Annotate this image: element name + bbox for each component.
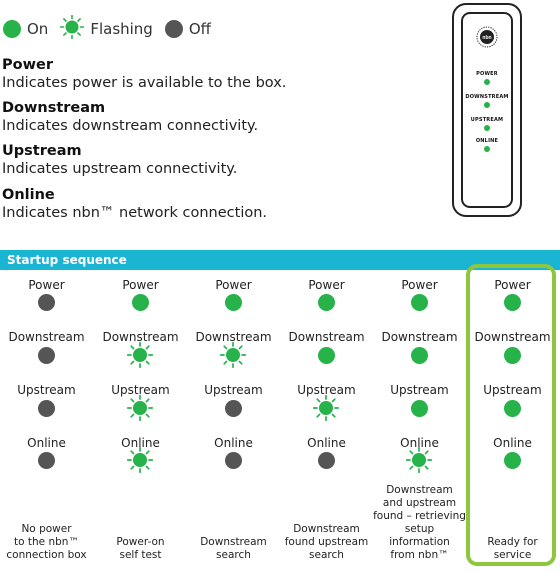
flashing-green-dot-icon bbox=[220, 342, 246, 368]
sequence-step-caption: Downstream found upstream search bbox=[284, 523, 369, 561]
indicator-label-power: Power bbox=[308, 278, 345, 292]
indicator-label-power: Power bbox=[401, 278, 438, 292]
device-led-online bbox=[484, 146, 490, 152]
indicator-label-upstream: Upstream bbox=[483, 383, 542, 397]
indicator-label-power: Power bbox=[494, 278, 531, 292]
legend-label-off: Off bbox=[188, 20, 211, 38]
device-led-power bbox=[484, 79, 490, 85]
description-heading: Power bbox=[2, 57, 53, 73]
device-led-upstream bbox=[484, 125, 490, 131]
solid-green-dot-icon bbox=[3, 20, 21, 38]
description-text: Indicates downstream connectivity. bbox=[2, 118, 259, 134]
device-led-label-upstream: UPSTREAM bbox=[470, 117, 504, 123]
solid-grey-dot-icon bbox=[36, 292, 56, 312]
solid-green-dot-icon bbox=[409, 398, 429, 418]
indicator-label-downstream: Downstream bbox=[8, 330, 85, 344]
solid-green-dot-icon bbox=[130, 292, 150, 312]
solid-grey-dot-icon bbox=[36, 398, 56, 418]
solid-grey-dot-icon bbox=[164, 20, 183, 38]
device-led-label-online: ONLINE bbox=[475, 138, 499, 144]
startup-sequence-header: Startup sequence bbox=[0, 250, 560, 270]
sequence-step-caption: Downstream and upstream found – retrievi… bbox=[373, 484, 466, 561]
flashing-green-dot-icon bbox=[127, 447, 153, 473]
indicator-label-online: Online bbox=[214, 436, 253, 450]
flashing-green-dot-icon bbox=[60, 14, 85, 43]
solid-green-dot-icon bbox=[502, 450, 522, 470]
description-heading: Upstream bbox=[2, 143, 82, 159]
description-downstream: Downstream Indicates downstream connecti… bbox=[2, 99, 258, 135]
ready-for-service-highlight bbox=[466, 264, 556, 566]
solid-grey-dot-icon bbox=[223, 450, 243, 470]
indicator-label-downstream: Downstream bbox=[102, 330, 179, 344]
sequence-step-caption: Power-on self test bbox=[116, 536, 165, 561]
solid-grey-dot-icon bbox=[223, 398, 243, 418]
indicator-label-online: Online bbox=[493, 436, 532, 450]
description-upstream: Upstream Indicates upstream connectivity… bbox=[2, 142, 237, 178]
solid-green-dot-icon bbox=[409, 345, 429, 365]
flashing-green-dot-icon bbox=[313, 395, 339, 421]
legend-item-off: Off bbox=[164, 20, 211, 38]
solid-green-dot-icon bbox=[316, 345, 336, 365]
indicator-label-downstream: Downstream bbox=[474, 330, 551, 344]
solid-green-dot-icon bbox=[502, 292, 522, 312]
indicator-label-upstream: Upstream bbox=[17, 383, 76, 397]
indicator-label-upstream: Upstream bbox=[204, 383, 263, 397]
indicator-label-upstream: Upstream bbox=[297, 383, 356, 397]
solid-grey-dot-icon bbox=[36, 345, 56, 365]
description-text: Indicates upstream connectivity. bbox=[2, 161, 238, 177]
indicator-label-upstream: Upstream bbox=[390, 383, 449, 397]
description-online: Online Indicates nbn™ network connection… bbox=[2, 186, 267, 222]
indicator-label-online: Online bbox=[400, 436, 439, 450]
solid-green-dot-icon bbox=[502, 398, 522, 418]
indicator-label-power: Power bbox=[215, 278, 252, 292]
nbn-logo-text: nbn bbox=[482, 35, 491, 41]
indicator-label-online: Online bbox=[121, 436, 160, 450]
flashing-green-dot-icon bbox=[127, 342, 153, 368]
solid-green-dot-icon bbox=[316, 292, 336, 312]
description-text: Indicates power is available to the box. bbox=[2, 75, 287, 91]
description-text: Indicates nbn™ network connection. bbox=[2, 205, 268, 221]
device-led-label-power: POWER bbox=[476, 71, 498, 77]
solid-green-dot-icon bbox=[502, 345, 522, 365]
solid-green-dot-icon bbox=[223, 292, 243, 312]
indicator-label-power: Power bbox=[28, 278, 65, 292]
legend-label-flashing: Flashing bbox=[90, 20, 153, 38]
description-power: Power Indicates power is available to th… bbox=[2, 56, 286, 92]
legend-label-on: On bbox=[27, 20, 49, 38]
description-heading: Online bbox=[2, 187, 55, 203]
solid-grey-dot-icon bbox=[316, 450, 336, 470]
nbn-connection-box-illustration: nbn POWER DOWNSTREAM UPSTREAM ONLINE bbox=[452, 3, 522, 217]
legend-item-on: On bbox=[3, 20, 48, 38]
sequence-step-caption: No power to the nbn™ connection box bbox=[6, 523, 87, 561]
solid-grey-dot-icon bbox=[36, 450, 56, 470]
device-led-downstream bbox=[484, 102, 490, 108]
indicator-label-online: Online bbox=[307, 436, 346, 450]
indicator-label-downstream: Downstream bbox=[288, 330, 365, 344]
indicator-label-upstream: Upstream bbox=[111, 383, 170, 397]
sequence-step-caption: Downstream search bbox=[200, 536, 267, 561]
solid-green-dot-icon bbox=[409, 292, 429, 312]
flashing-green-dot-icon bbox=[406, 447, 432, 473]
led-legend: On Flashing Off bbox=[3, 14, 223, 43]
nbn-logo-icon: nbn bbox=[476, 26, 498, 48]
device-led-label-downstream: DOWNSTREAM bbox=[465, 94, 509, 100]
indicator-label-downstream: Downstream bbox=[195, 330, 272, 344]
indicator-label-online: Online bbox=[27, 436, 66, 450]
sequence-step-caption: Ready for service bbox=[487, 536, 538, 561]
indicator-label-downstream: Downstream bbox=[381, 330, 458, 344]
legend-item-flashing: Flashing bbox=[60, 14, 153, 43]
flashing-green-dot-icon bbox=[127, 395, 153, 421]
indicator-label-power: Power bbox=[122, 278, 159, 292]
device-front-panel: nbn POWER DOWNSTREAM UPSTREAM ONLINE bbox=[461, 12, 513, 208]
description-heading: Downstream bbox=[2, 100, 106, 116]
